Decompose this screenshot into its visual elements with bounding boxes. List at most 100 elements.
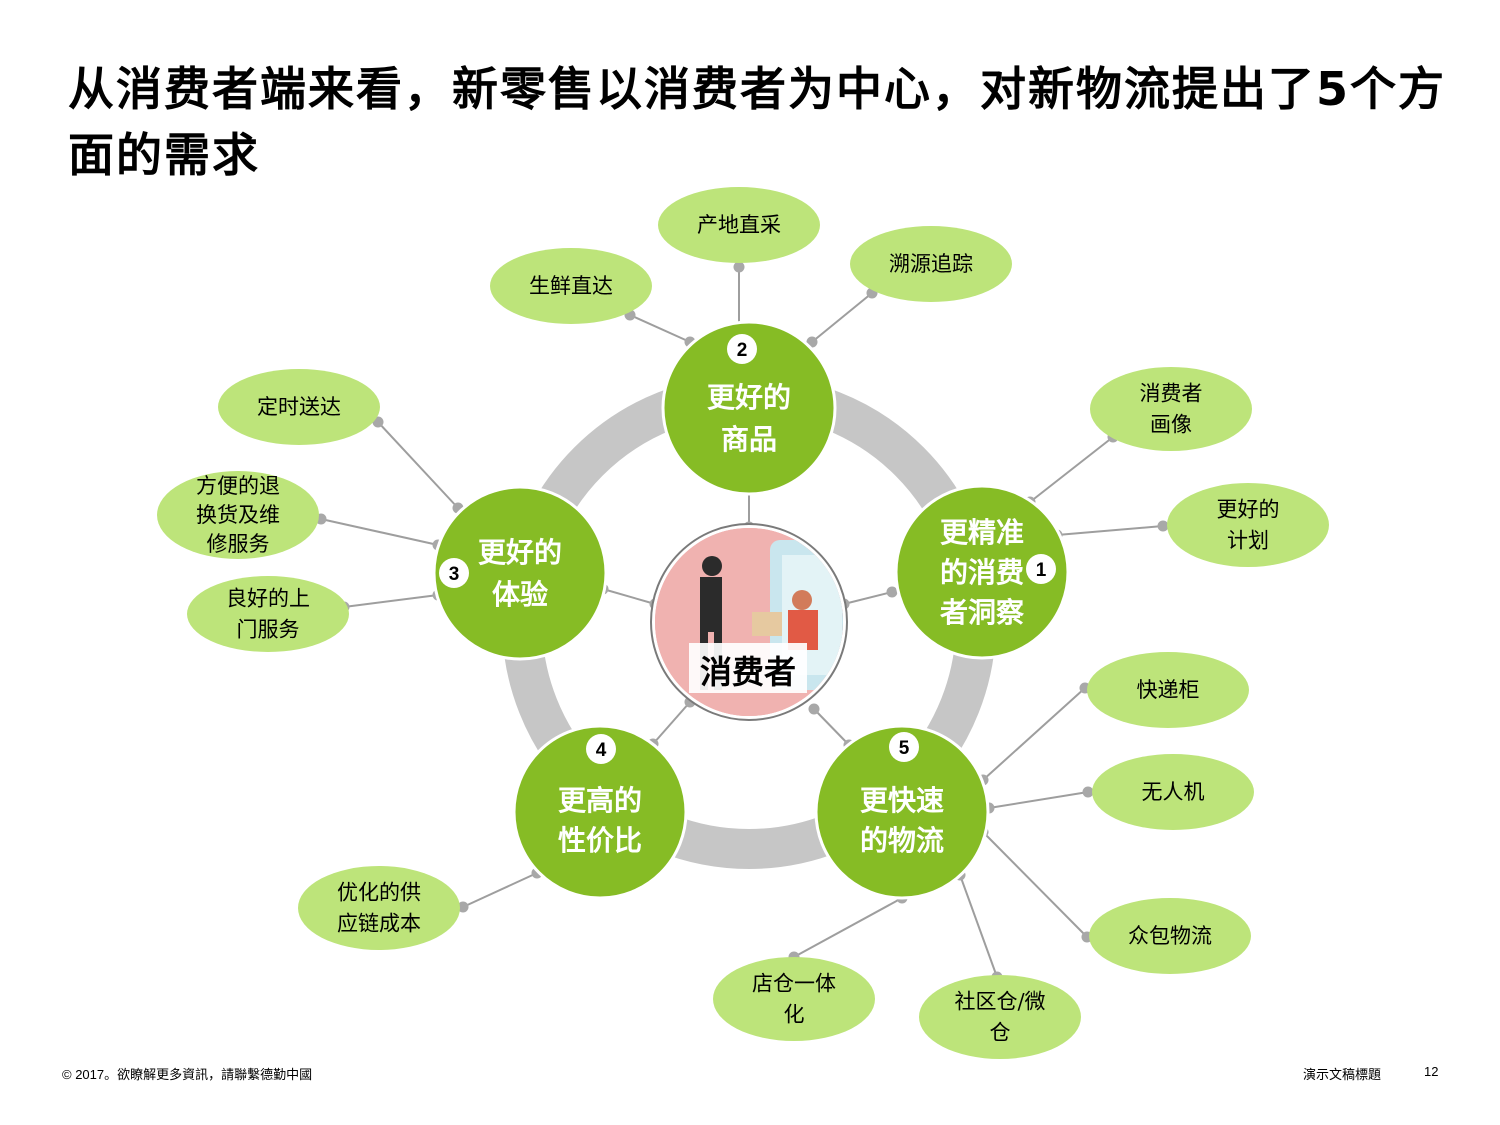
detail-need-ellipse [1089,898,1251,974]
main-need-label: 的物流 [860,824,944,857]
detail-need-ellipse [713,957,875,1041]
connector-line [988,791,1089,809]
number-badge [727,334,757,364]
main-need-label: 更高的 [558,784,642,817]
detail-need-ellipse [490,248,652,324]
connector-line [793,897,903,958]
footer-doc-title: 演示文稿標題 [1303,1067,1382,1082]
number-badge-label: 3 [449,564,460,585]
number-badge [586,734,616,764]
main-need-label: 更快速 [860,784,944,817]
number-badge [889,732,919,762]
detail-need-label: 应链成本 [337,912,421,936]
connector-line [811,292,873,343]
main-need-circle [814,724,990,900]
detail-need-ellipse [658,187,820,263]
detail-need-ellipse [1092,754,1254,830]
detail-need: 生鲜直达 [490,248,652,324]
detail-need-ellipse [218,369,380,445]
detail-need-label: 生鲜直达 [529,274,613,298]
detail-need-label: 方便的退 [196,474,280,498]
number-badge-label: 2 [737,340,748,361]
detail-need-label: 产地直采 [697,213,781,237]
main-need-circle [661,320,837,496]
detail-need-ellipse [187,576,349,652]
detail-need-ellipse [1087,652,1249,728]
detail-need-label: 化 [784,1003,805,1027]
detail-need-label: 修服务 [207,532,270,556]
connector-line [813,708,850,746]
detail-need-ellipse [919,975,1081,1059]
detail-need-label: 定时送达 [257,395,341,419]
main-need-label: 的消费 [940,556,1024,589]
connector-line [982,687,1086,781]
connector-line [982,831,1088,938]
detail-need: 产地直采 [658,187,820,263]
detail-need-label: 换货及维 [196,503,280,527]
detail-need-ellipse [1090,367,1252,451]
detail-need-label: 社区仓/微 [954,990,1045,1014]
number-badge [1026,554,1056,584]
detail-need-label: 画像 [1150,413,1192,437]
main-need-label: 体验 [492,578,548,611]
connector-dot [808,703,820,715]
center-label-box [689,643,807,693]
detail-need: 社区仓/微仓 [919,975,1081,1059]
detail-need: 定时送达 [218,369,380,445]
connector-line [629,314,691,343]
detail-need-label: 众包物流 [1128,924,1212,948]
connector-dot [886,586,898,598]
detail-need-ellipse [157,471,319,559]
detail-need-label: 更好的 [1217,498,1280,522]
connector-line [652,701,691,745]
number-badge-label: 4 [596,740,607,761]
main-need-circle [432,485,608,661]
page-number: 12 [1424,1064,1439,1079]
page-title: 从消费者端来看，新零售以消费者为中心，对新物流提出了5个方面的需求 [68,62,1447,182]
main-need-label: 更精准 [940,516,1024,549]
detail-need: 溯源追踪 [850,226,1012,302]
connector-dot [457,901,469,913]
detail-need-label: 计划 [1227,529,1269,553]
detail-need-label: 良好的上 [226,587,310,611]
detail-need-ellipse [298,866,460,950]
detail-need-label: 店仓一体 [752,972,836,996]
footer-copyright: © 2017。欲瞭解更多資訊，請聯繫德勤中國 [62,1067,313,1082]
connector-line [377,421,459,509]
detail-need-label: 仓 [990,1021,1011,1045]
connector-line [320,518,439,546]
number-badge-label: 1 [1036,560,1047,581]
connector-dot [1082,786,1094,798]
number-badge [439,558,469,588]
detail-need-ellipse [1167,483,1329,567]
main-need-label: 商品 [721,423,777,456]
connector-dot [733,261,745,273]
connector-dot [1157,520,1169,532]
connector-lines [320,267,1164,978]
center-consumer: 消费者 [650,523,848,721]
center-label: 消费者 [700,653,796,691]
main-need-label: 更好的 [478,536,562,569]
main-need-circle [894,484,1070,660]
detail-need-label: 优化的供 [337,881,421,905]
connector-line [1056,525,1164,536]
connector-line [1029,436,1114,503]
main-need-label: 性价比 [558,824,642,857]
detail-need-label: 溯源追踪 [889,252,973,276]
connector-line [959,874,998,978]
detail-need: 无人机 [1092,754,1254,830]
main-need-label: 者洞察 [940,596,1025,629]
